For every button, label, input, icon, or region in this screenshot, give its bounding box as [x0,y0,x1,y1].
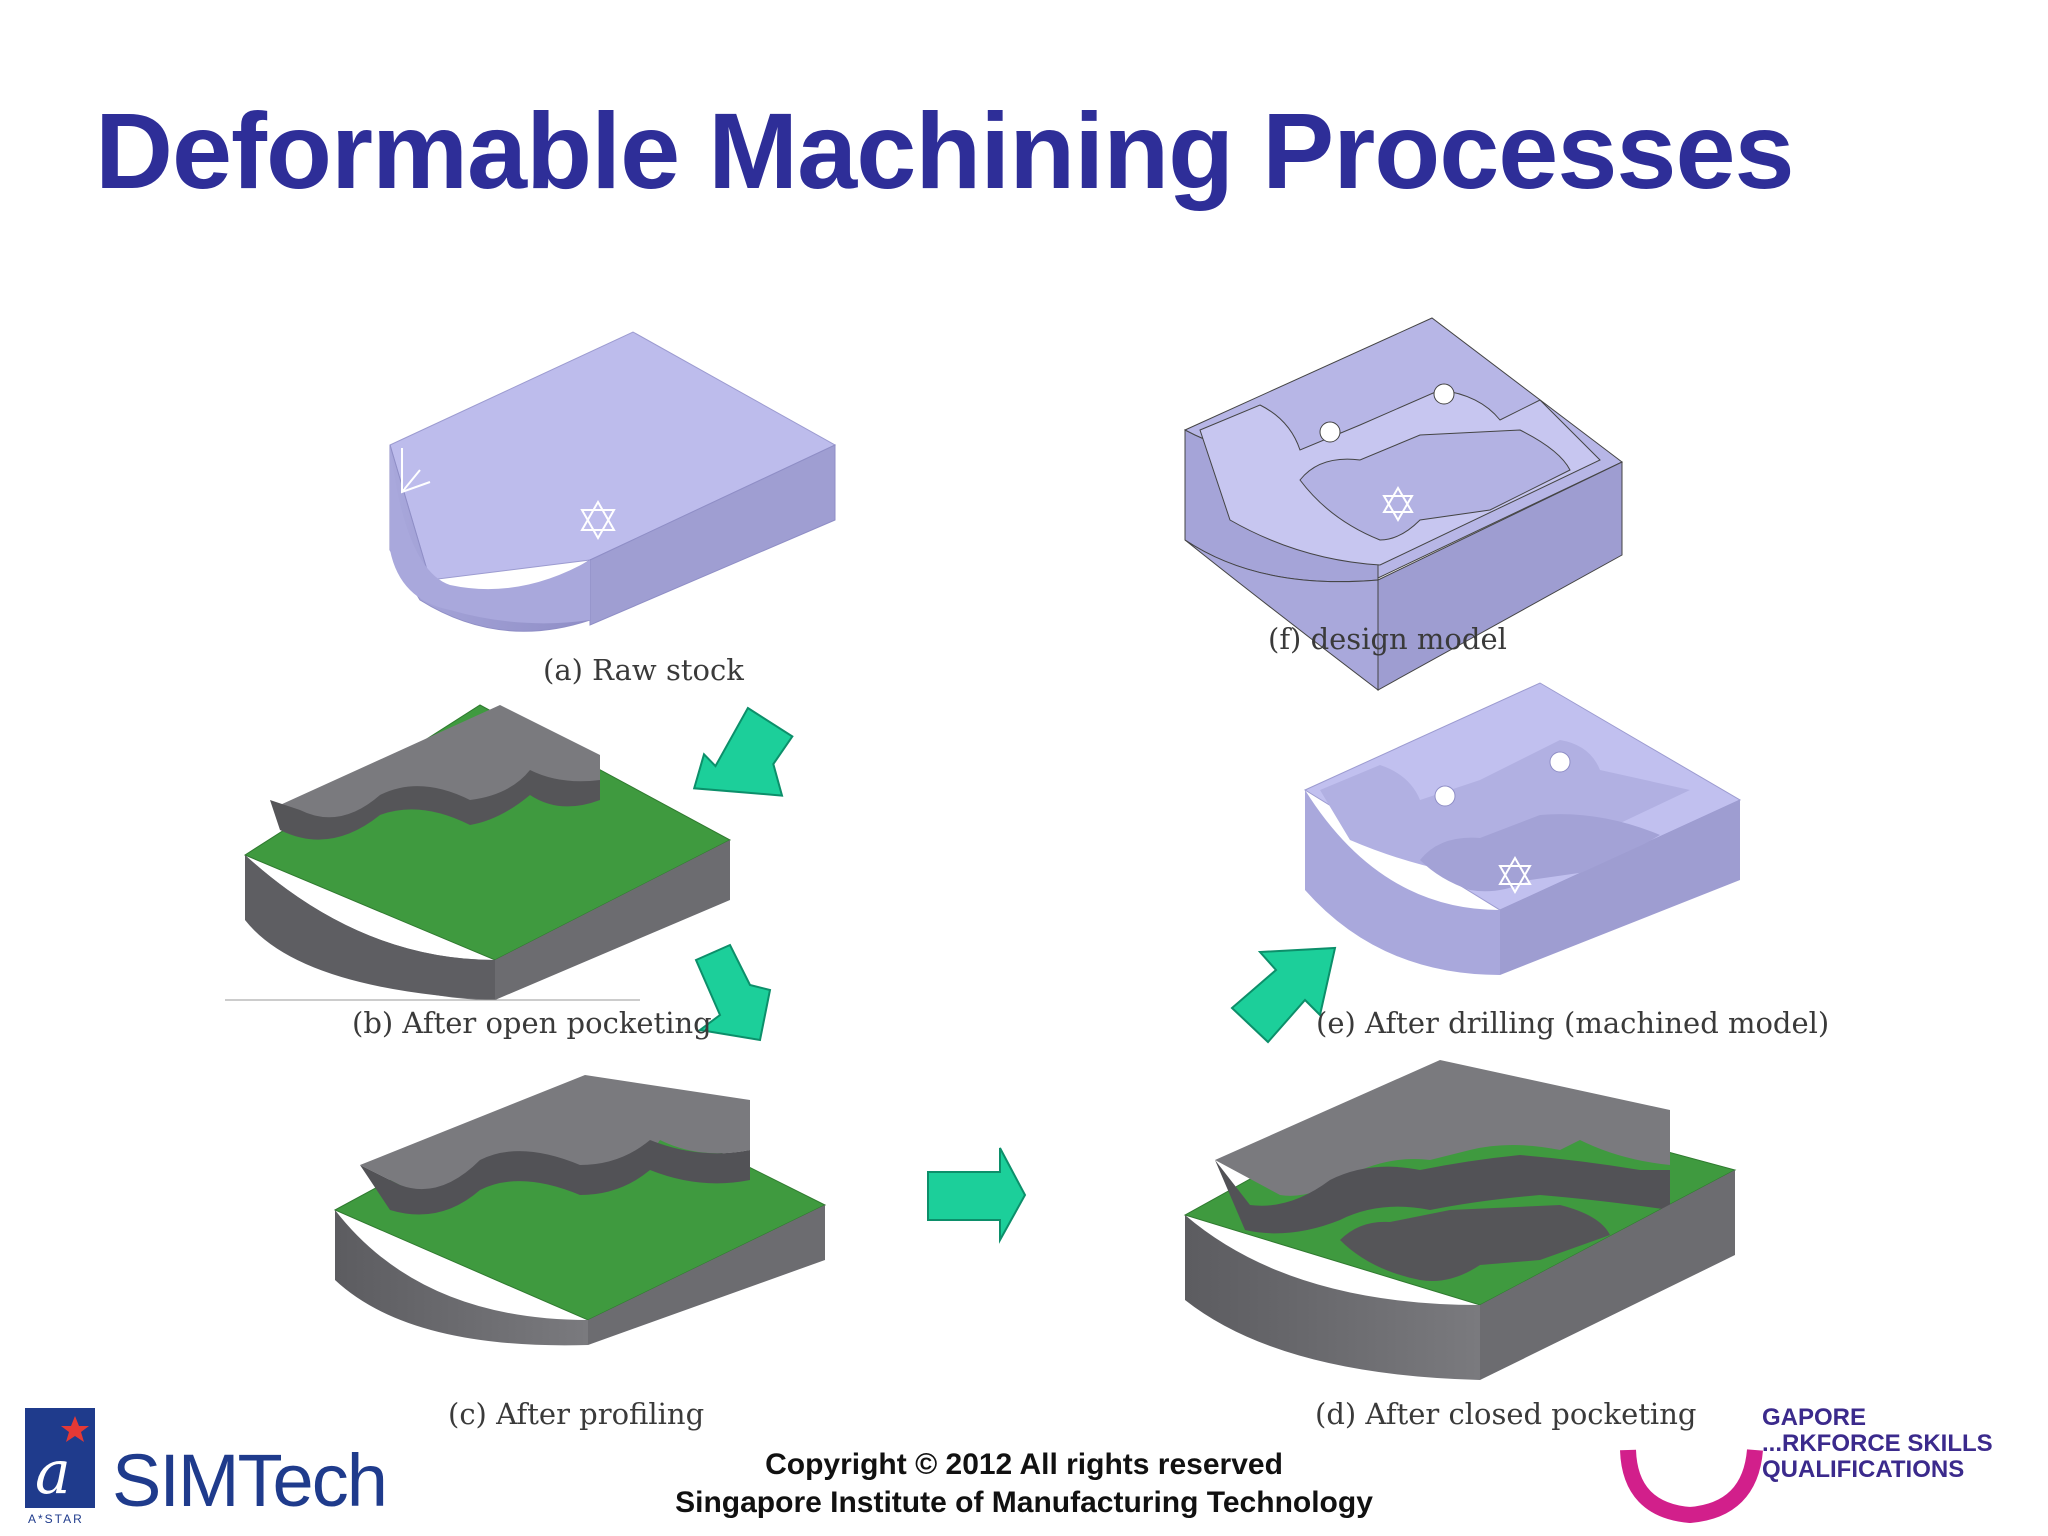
design-model [1184,317,1623,692]
arrow-a-to-b [692,706,794,797]
caption-drilling: (e) After drilling (machined model) [1316,1006,1830,1040]
page-title: Deformable Machining Processes [95,90,1795,211]
arrow-d-to-e [1230,946,1337,1044]
profiling-model [333,1075,827,1346]
simtech-logo: a [25,1408,105,1513]
closed-pocketing-model [1183,1060,1737,1380]
wsq-line-3: QUALIFICATIONS [1762,1456,1965,1483]
open-pocketing-model [225,704,732,1001]
arrow-c-to-d [927,1147,1027,1244]
copyright-line: Copyright © 2012 All rights reserved [765,1448,1283,1481]
wsq-line-1: GAPORE [1762,1404,1867,1431]
drilled-model [1303,682,1742,975]
simtech-wordmark: SIMTech [112,1439,388,1522]
arrow-b-to-c [694,943,772,1042]
raw-stock-model [389,331,837,632]
svg-text:WS: WS [1665,1461,1717,1497]
caption-design-model: (f) design model [1268,622,1507,656]
wsq-line-2: ...RKFORCE SKILLS [1762,1430,1993,1457]
institute-line: Singapore Institute of Manufacturing Tec… [675,1486,1373,1519]
caption-open-pocketing: (b) After open pocketing [352,1006,712,1040]
caption-profiling: (c) After profiling [448,1397,705,1431]
astar-label: A*STAR [28,1512,84,1526]
wsq-logo-icon: WS [1620,1449,1763,1524]
svg-text:a: a [35,1438,71,1508]
astar-mark-icon: a [25,1408,95,1508]
caption-closed-pocketing: (d) After closed pocketing [1315,1397,1697,1431]
caption-raw-stock: (a) Raw stock [543,653,744,687]
